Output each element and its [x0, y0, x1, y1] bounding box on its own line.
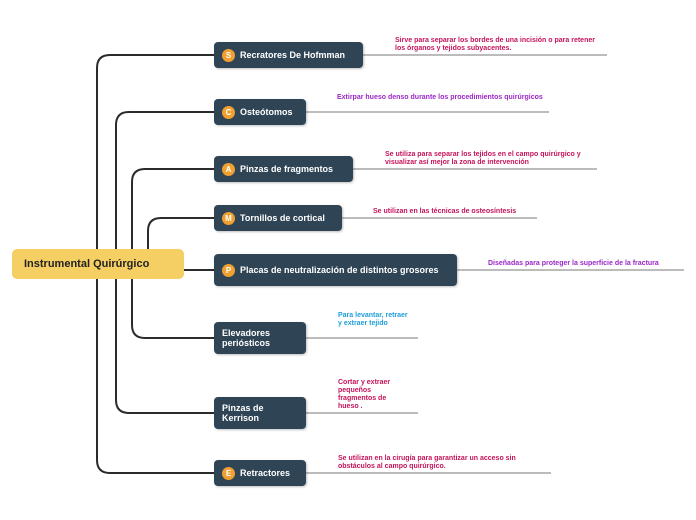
root-topic-label: Instrumental Quirúrgico	[24, 258, 150, 270]
topic-placas-de-neutralizacion[interactable]: P Placas de neutralización de distintos …	[214, 254, 457, 286]
letter-badge-icon: S	[222, 48, 235, 62]
topic-note: Cortar y extraer pequeños fragmentos de …	[338, 379, 391, 410]
topic-pinzas-de-kerrison[interactable]: Pinzas de Kerrison	[214, 397, 306, 429]
topic-osteotomos[interactable]: C Osteótomos	[214, 99, 306, 125]
topic-pinzas-de-fragmentos[interactable]: A Pinzas de fragmentos	[214, 156, 353, 182]
topic-note: Sirve para separar los bordes de una inc…	[395, 37, 595, 52]
letter-badge-icon: M	[222, 211, 235, 225]
topic-note: Se utiliza para separar los tejidos en e…	[385, 151, 581, 166]
letter-badge-icon: A	[222, 162, 235, 176]
letter-badge-icon: P	[222, 263, 235, 277]
topic-label: Elevadores periósticos	[222, 328, 271, 348]
topic-label: Retractores	[240, 468, 291, 478]
topic-label: Placas de neutralización de distintos gr…	[240, 265, 439, 275]
topic-elevadores-periosticos[interactable]: Elevadores periósticos	[214, 322, 306, 354]
topic-note: Se utilizan en la cirugía para garantiza…	[338, 455, 516, 470]
topic-label: Pinzas de fragmentos	[240, 164, 334, 174]
topic-tornillos-de-cortical[interactable]: M Tornillos de cortical	[214, 205, 342, 231]
topic-label: Osteótomos	[240, 107, 293, 117]
letter-badge-icon: C	[222, 105, 235, 119]
letter-badge-icon: E	[222, 466, 235, 480]
topic-note: Se utilizan en las técnicas de osteosínt…	[373, 208, 517, 215]
topic-recratores-de-hofmman[interactable]: S Recratores De Hofmman	[214, 42, 363, 68]
root-topic[interactable]: Instrumental Quirúrgico	[12, 249, 184, 279]
topic-note: Extirpar hueso denso durante los procedi…	[337, 94, 543, 101]
topic-label: Tornillos de cortical	[240, 213, 325, 223]
topic-label: Recratores De Hofmman	[240, 50, 346, 60]
topic-note: Diseñadas para proteger la superficie de…	[488, 260, 659, 267]
topic-label: Pinzas de Kerrison	[222, 403, 264, 423]
topic-retractores[interactable]: E Retractores	[214, 460, 306, 486]
topic-note: Para levantar, retraer y extraer tejido	[338, 312, 408, 327]
